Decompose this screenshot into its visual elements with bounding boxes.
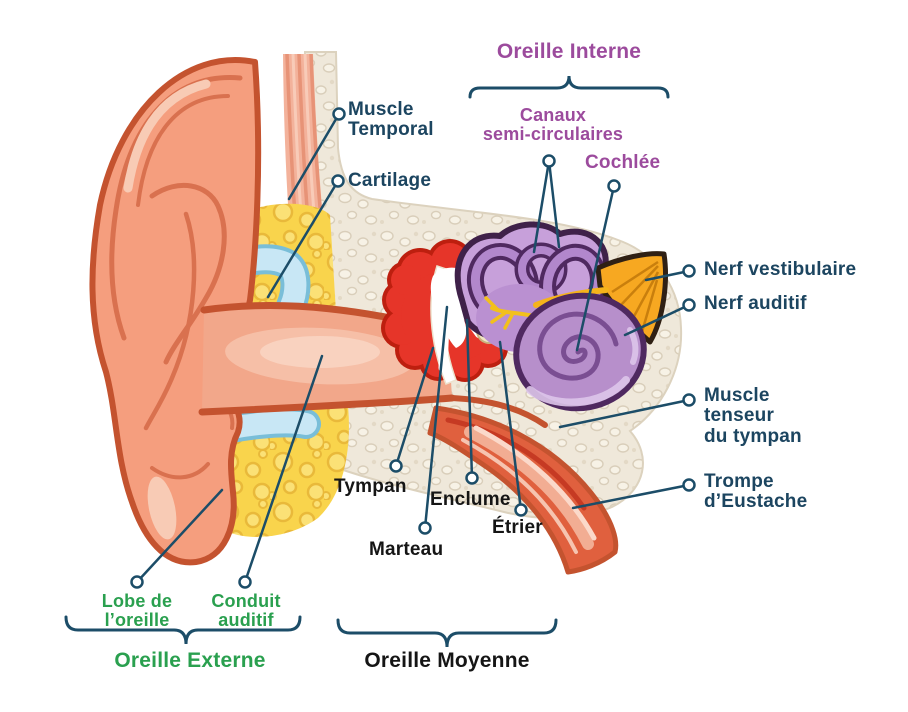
ear-canal xyxy=(198,302,548,428)
label-line: Temporal xyxy=(348,119,434,141)
label-line: Canaux xyxy=(519,105,587,125)
label-marteau: Marteau xyxy=(369,539,444,560)
brace-oreille-interne xyxy=(468,75,670,99)
label-muscle-temporal: Muscle Temporal xyxy=(348,99,434,141)
label-line: auditif xyxy=(218,610,274,631)
label-line: Oreille Interne xyxy=(496,40,642,63)
ear-lobe-highlight xyxy=(147,476,177,540)
label-line: du tympan xyxy=(704,425,802,447)
label-line: Cochlée xyxy=(585,152,661,173)
label-line: Cartilage xyxy=(348,170,432,191)
leader-tympan xyxy=(389,346,435,473)
label-line: Muscle xyxy=(348,99,414,120)
label-cartilage: Cartilage xyxy=(348,170,432,191)
brace-oreille-externe xyxy=(64,615,302,645)
leader-conduit xyxy=(238,354,324,589)
leader-cochlee xyxy=(575,179,621,352)
label-trompe-eustache: Trompe d’Eustache xyxy=(704,471,808,513)
label-nerf-vestibulaire: Nerf vestibulaire xyxy=(704,259,857,280)
label-line: Oreille Externe xyxy=(114,649,266,672)
leader-trompe xyxy=(571,478,696,510)
label-line: d’Eustache xyxy=(704,491,808,513)
leader-nerf-vestibulaire xyxy=(644,264,696,282)
label-conduit-auditif: Conduit auditif xyxy=(196,591,296,631)
eustachian-tube xyxy=(427,405,619,575)
auditory-nerve-fan xyxy=(595,251,668,345)
label-line: tenseur xyxy=(704,405,775,427)
label-line: Enclume xyxy=(430,489,511,510)
label-line: Tympan xyxy=(334,476,407,497)
label-line: Conduit xyxy=(211,591,281,611)
leader-lines xyxy=(130,107,696,589)
label-etrier: Étrier xyxy=(492,517,543,538)
label-muscle-tenseur: Muscle tenseur du tympan xyxy=(704,385,802,447)
label-oreille-interne: Oreille Interne xyxy=(469,40,669,63)
label-line: l’oreille xyxy=(104,610,170,631)
label-line: semi-circulaires xyxy=(482,124,624,145)
label-line: Marteau xyxy=(369,539,444,560)
label-line: Trompe xyxy=(704,471,774,492)
label-lobe-oreille: Lobe de l’oreille xyxy=(87,591,187,631)
label-line: Oreille Moyenne xyxy=(364,649,530,672)
label-cochlee: Cochlée xyxy=(585,152,661,173)
group-braces xyxy=(64,75,670,648)
cochlea xyxy=(513,292,647,412)
label-oreille-moyenne: Oreille Moyenne xyxy=(347,649,547,672)
label-nerf-auditif: Nerf auditif xyxy=(704,293,807,314)
leader-muscle-tenseur xyxy=(558,393,696,429)
leader-muscle-temporal xyxy=(287,107,346,201)
label-line: Muscle xyxy=(704,385,770,406)
leader-etrier xyxy=(498,340,528,517)
leader-nerf-auditif xyxy=(623,298,696,337)
leader-cartilage xyxy=(266,174,345,299)
label-line: Étrier xyxy=(492,517,543,538)
label-line: Nerf auditif xyxy=(704,293,807,314)
label-oreille-externe: Oreille Externe xyxy=(90,649,290,672)
leader-lobe xyxy=(130,488,224,589)
brace-oreille-moyenne xyxy=(336,618,558,648)
label-line: Lobe de xyxy=(101,591,173,611)
leader-enclume xyxy=(465,318,479,485)
label-tympan: Tympan xyxy=(334,476,407,497)
label-enclume: Enclume xyxy=(430,489,511,510)
leader-marteau xyxy=(418,305,449,535)
label-canaux-semi-circulaires: Canaux semi-circulaires xyxy=(453,105,653,145)
leader-canaux xyxy=(532,154,561,254)
label-line: Nerf vestibulaire xyxy=(704,259,857,280)
